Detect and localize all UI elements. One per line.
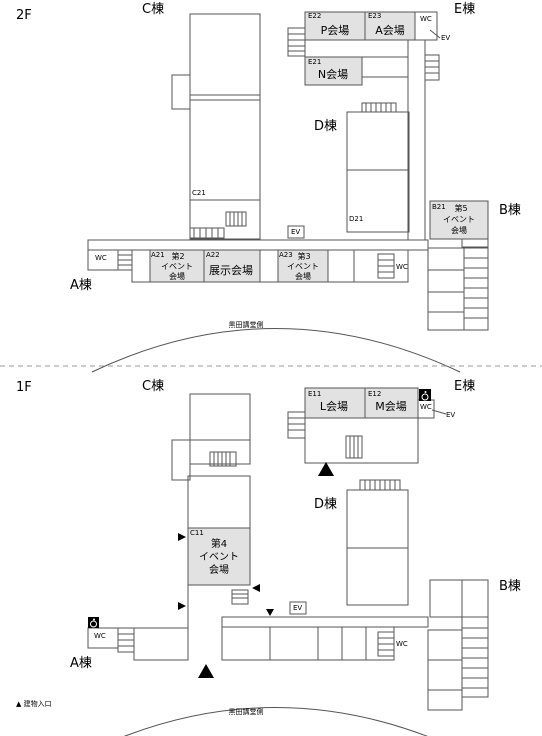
room-b21-line3: 会場	[451, 225, 467, 235]
ev-label: EV	[293, 604, 302, 612]
room-code-c11: C11	[190, 529, 204, 537]
room-code-a21: A21	[151, 251, 165, 259]
room-code-c21: C21	[192, 189, 206, 197]
room-code-e11: E11	[308, 390, 321, 398]
building-a-1f: A棟	[70, 656, 92, 671]
building-c-2f: C棟	[142, 2, 164, 17]
room-c11-line3: 会場	[209, 563, 229, 576]
floor-label-2f: 2F	[16, 8, 32, 23]
room-c11-line2: イベント	[199, 551, 239, 563]
building-d-2f: D棟	[314, 119, 337, 134]
floor-label-1f: 1F	[16, 380, 32, 395]
wc-label: WC	[396, 640, 408, 648]
room-code-d21: D21	[349, 215, 363, 223]
building-e-2f: E棟	[454, 2, 475, 17]
room-name-e11: L会場	[320, 400, 348, 413]
room-a21-line3: 会場	[169, 271, 185, 281]
hall-direction-2f: 黒田講堂側	[229, 320, 264, 329]
room-code-e21: E21	[308, 58, 321, 66]
wheelchair-icon	[88, 617, 99, 628]
room-code-a22: A22	[206, 251, 220, 259]
room-a21-line1: 第2	[171, 251, 184, 261]
c-building-2f	[189, 13, 261, 240]
room-name-e23: A会場	[375, 24, 405, 37]
wheelchair-icon	[419, 389, 431, 401]
room-a23-line2: イベント	[287, 262, 319, 271]
room-name-e22: P会場	[321, 24, 350, 37]
building-d-1f: D棟	[314, 497, 337, 512]
building-b-2f: B棟	[499, 203, 521, 218]
room-b21-line2: イベント	[443, 215, 475, 224]
room-code-e23: E23	[368, 12, 381, 20]
ev-label: EV	[446, 411, 455, 419]
building-b-1f: B棟	[499, 579, 521, 594]
room-code-a23: A23	[279, 251, 293, 259]
room-name-a22: 展示会場	[209, 264, 253, 277]
wc-label: WC	[420, 15, 432, 23]
room-code-e12: E12	[368, 390, 381, 398]
wc-label: WC	[396, 263, 408, 271]
room-b21-line1: 第5	[454, 203, 467, 213]
wc-label: WC	[95, 254, 107, 262]
room-a21-line2: イベント	[161, 262, 193, 271]
entrance-markers	[178, 462, 334, 678]
wc-label: WC	[94, 632, 106, 640]
entrance-legend: ▲ 建物入口	[16, 699, 52, 708]
ev-label: EV	[441, 34, 450, 42]
building-c-1f: C棟	[142, 379, 164, 394]
hall-direction-1f: 黒田講堂側	[229, 707, 264, 716]
wc-label: WC	[420, 403, 432, 411]
room-a23-line3: 会場	[295, 271, 311, 281]
room-c11-line1: 第4	[211, 537, 227, 550]
room-name-e12: M会場	[375, 400, 407, 413]
building-a-2f: A棟	[70, 278, 92, 293]
room-code-e22: E22	[308, 12, 321, 20]
room-name-e21: N会場	[318, 68, 348, 81]
building-e-1f: E棟	[454, 379, 475, 394]
ev-label: EV	[291, 228, 300, 236]
room-code-b21: B21	[432, 203, 446, 211]
room-a23-line1: 第3	[297, 251, 310, 261]
